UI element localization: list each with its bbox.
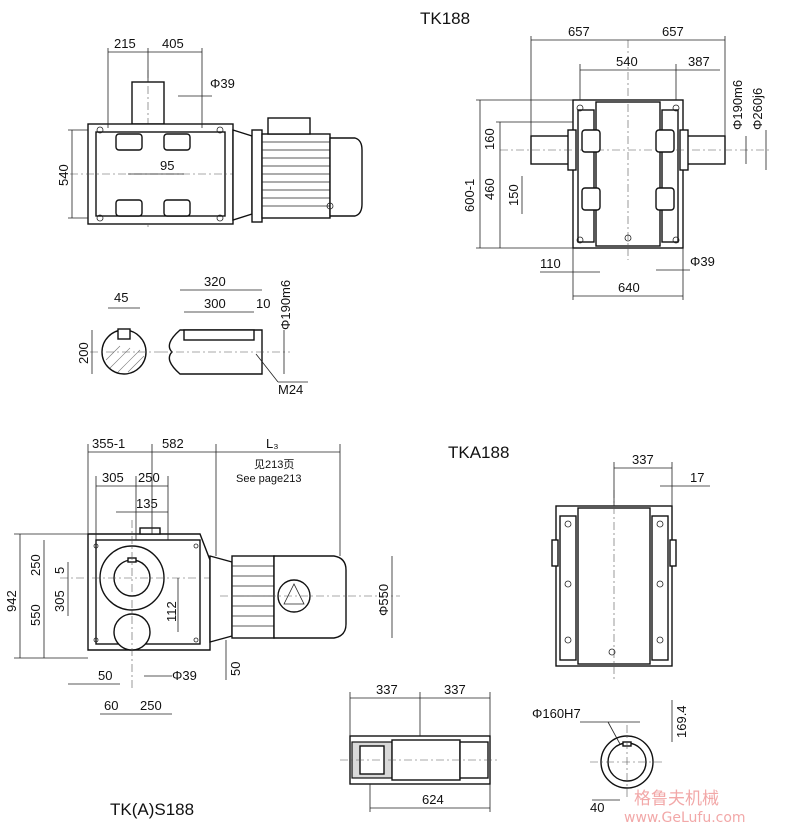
shaft-detail-view: 45 200 320 300 10 Φ190m6 M24 [76,274,308,397]
tks188-side-view: 355-1 582 L₃ 见213页 See page213 305 250 1… [4,436,400,715]
dim-337-c: 337 [444,682,466,697]
dim-phi550: Φ550 [376,584,391,616]
dim-10: 10 [256,296,270,311]
dim-657-a: 657 [568,24,590,39]
dim-95: 95 [160,158,174,173]
dim-405: 405 [162,36,184,51]
watermark-url: www.GeLufu.com [624,810,746,826]
watermark-cn: 格鲁夫机械 [634,789,719,809]
dim-5: 5 [52,567,67,574]
motor-body [261,133,331,219]
motor-adapter [232,129,253,221]
dim-355: 355-1 [92,436,125,451]
tk188-side-view: 215 405 Φ39 540 95 [56,36,363,230]
dim-215: 215 [114,36,136,51]
dim-phi39-b: Φ39 [690,254,715,269]
dim-phi160: Φ160H7 [532,706,581,721]
dim-250-a: 250 [138,470,160,485]
dim-250-c: 250 [140,698,162,713]
dim-50-a: 50 [98,668,112,683]
keyway [117,328,131,340]
motor-terminal-box [267,117,311,135]
dim-135: 135 [136,496,158,511]
dim-657-b: 657 [662,24,684,39]
dim-m24: M24 [278,382,303,397]
note-see-page-en: See page213 [236,473,301,485]
title-tka188: TKA188 [448,443,509,462]
dim-45: 45 [114,290,128,305]
title-tk188: TK188 [420,9,470,28]
dim-305-b: 305 [52,590,67,612]
dim-300: 300 [204,296,226,311]
dim-112: 112 [164,601,179,622]
dim-60: 60 [104,698,118,713]
hollow-shaft-view: Φ160H7 169.4 40 [532,700,689,815]
tka188-view: 337 17 [551,452,710,680]
dim-540-b: 540 [616,54,638,69]
dim-l3: L₃ [266,436,279,451]
dim-640: 640 [618,280,640,295]
dim-40: 40 [590,800,604,815]
dim-phi260: Φ260j6 [750,88,765,130]
dim-phi39-a: Φ39 [210,76,235,91]
title-tks188: TK(A)S188 [110,800,194,819]
dim-582: 582 [162,436,184,451]
dim-17: 17 [690,470,704,485]
dim-160: 160 [482,128,497,150]
dim-460: 460 [482,178,497,200]
dim-942: 942 [4,590,19,612]
dim-50-b: 50 [228,662,243,676]
motor-fan-cover [329,137,363,217]
tka-section-view: 337 337 624 [340,682,500,812]
keyway-side [183,329,255,341]
tks-motor-body [231,555,275,639]
dim-169: 169.4 [674,705,689,738]
dim-320: 320 [204,274,226,289]
dim-387: 387 [688,54,710,69]
dim-600: 600-1 [462,179,477,212]
dim-150: 150 [506,184,521,206]
dim-phi190-a: Φ190m6 [730,80,745,130]
dim-phi39-c: Φ39 [172,668,197,683]
tk188-front-view: 657 657 540 387 Φ190m6 Φ260j6 600-1 160 … [462,24,770,300]
dim-337-a: 337 [632,452,654,467]
dim-250-b: 250 [28,554,43,576]
dim-110: 110 [540,256,561,271]
dim-305-a: 305 [102,470,124,485]
dim-540-a: 540 [56,164,71,186]
dim-337-b: 337 [376,682,398,697]
dim-200: 200 [76,342,91,364]
dim-phi190-b: Φ190m6 [278,280,293,330]
note-see-page-cn: 见213页 [254,459,294,471]
dim-624: 624 [422,792,444,807]
dim-550: 550 [28,604,43,626]
